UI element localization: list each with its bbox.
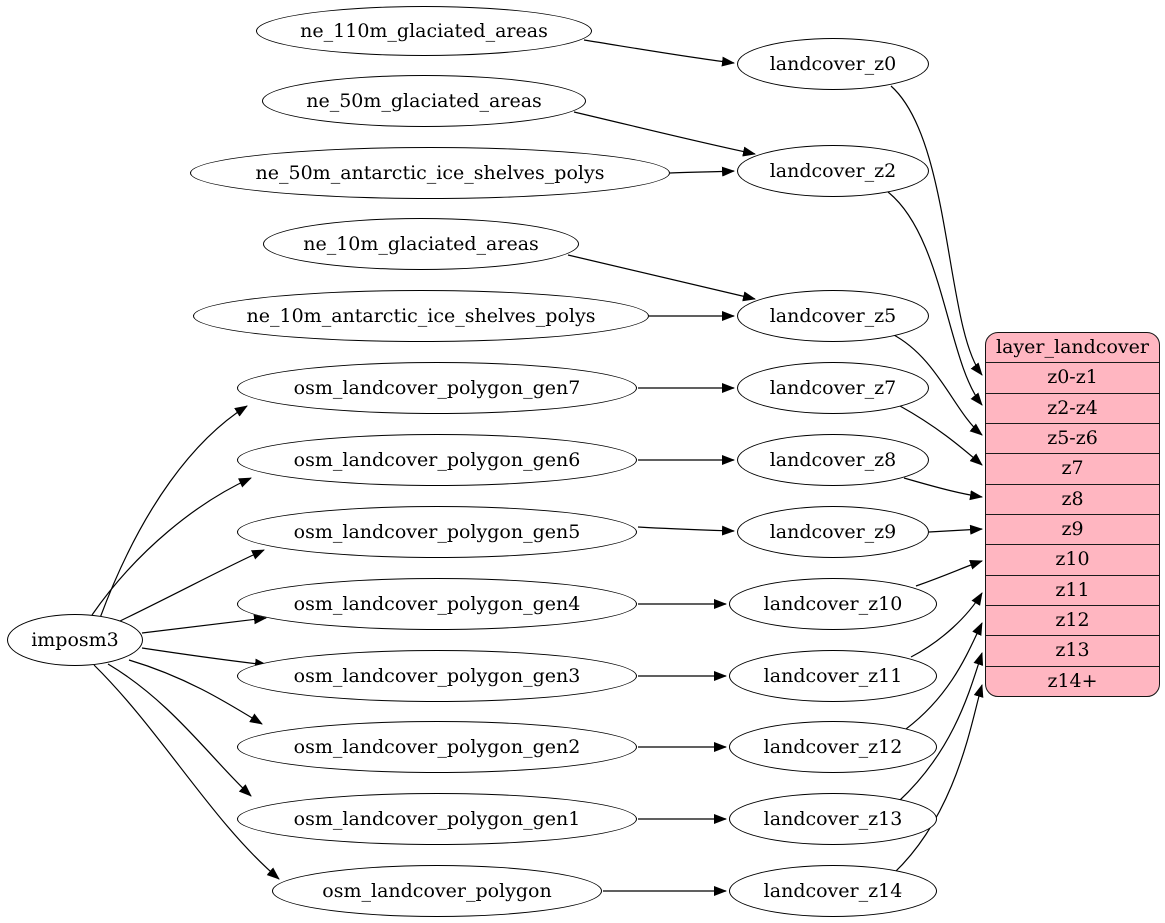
- node-landcover_z0: landcover_z0: [737, 38, 929, 90]
- node-osm_landcover_polygon_gen5: osm_landcover_polygon_gen5: [237, 506, 637, 558]
- edge-landcover_z14-to-layer_landcover-z14plus: [893, 684, 984, 874]
- table-row-z14plus: z14+: [986, 665, 1159, 696]
- edge-imposm3-to-osm_landcover_polygon_gen5: [117, 549, 265, 623]
- node-label: ne_110m_glaciated_areas: [300, 19, 548, 42]
- edge-landcover_z2-to-layer_landcover-z2-z4: [887, 191, 983, 406]
- node-landcover_z12: landcover_z12: [729, 721, 937, 773]
- node-label: landcover_z13: [763, 807, 903, 830]
- layer-landcover-table: layer_landcover z0-z1 z2-z4 z5-z6 z7 z8 …: [985, 332, 1160, 697]
- node-label: landcover_z0: [769, 52, 897, 75]
- table-header: layer_landcover: [996, 336, 1149, 359]
- edge-ne_10m_glaciated_areas-to-landcover_z5: [567, 254, 756, 302]
- edge-landcover_z13-to-layer_landcover-z13: [898, 652, 984, 802]
- edge-landcover_z9-to-layer_landcover-z9: [928, 524, 983, 535]
- table-row-z13: z13: [986, 635, 1159, 665]
- node-label: landcover_z10: [763, 592, 903, 615]
- node-ne_10m_glaciated_areas: ne_10m_glaciated_areas: [263, 218, 579, 270]
- edge-imposm3-to-osm_landcover_polygon_gen2: [128, 659, 263, 725]
- table-row-z5-z6: z5-z6: [986, 422, 1159, 453]
- table-row-z0-z1: z0-z1: [986, 362, 1159, 392]
- table-row-z9: z9: [986, 513, 1159, 544]
- edge-imposm3-to-osm_landcover_polygon_gen3: [141, 647, 268, 669]
- edge-osm_landcover_polygon_gen5-to-landcover_z9: [637, 525, 735, 536]
- node-osm_landcover_polygon_gen3: osm_landcover_polygon_gen3: [237, 650, 637, 702]
- node-label: osm_landcover_polygon_gen1: [293, 807, 581, 830]
- node-ne_10m_antarctic_ice_shelves_polys: ne_10m_antarctic_ice_shelves_polys: [193, 290, 649, 342]
- edge-imposm3-to-osm_landcover_polygon_gen4: [141, 614, 267, 634]
- node-osm_landcover_polygon_gen1: osm_landcover_polygon_gen1: [237, 793, 637, 845]
- edge-landcover_z5-to-layer_landcover-z5-z6: [891, 333, 983, 436]
- node-ne_50m_glaciated_areas: ne_50m_glaciated_areas: [262, 75, 586, 127]
- edge-imposm3-to-osm_landcover_polygon_gen7: [99, 405, 248, 619]
- edge-landcover_z10-to-layer_landcover-z10: [915, 560, 983, 587]
- edge-imposm3-to-osm_landcover_polygon_gen6: [91, 477, 252, 616]
- node-landcover_z8: landcover_z8: [737, 434, 929, 486]
- node-osm_landcover_polygon_gen6: osm_landcover_polygon_gen6: [237, 434, 637, 486]
- edge-landcover_z7-to-layer_landcover-z7: [899, 405, 983, 466]
- table-row-z10: z10: [986, 544, 1159, 574]
- node-label: landcover_z8: [769, 448, 897, 471]
- node-landcover_z14: landcover_z14: [729, 865, 937, 917]
- node-landcover_z11: landcover_z11: [729, 650, 937, 702]
- node-ne_110m_glaciated_areas: ne_110m_glaciated_areas: [256, 6, 592, 56]
- node-osm_landcover_polygon_gen7: osm_landcover_polygon_gen7: [237, 362, 637, 414]
- edge-imposm3-to-osm_landcover_polygon_gen1: [107, 663, 252, 797]
- node-label: osm_landcover_polygon_gen7: [293, 376, 581, 399]
- node-label: landcover_z7: [769, 376, 897, 399]
- node-landcover_z5: landcover_z5: [737, 290, 929, 342]
- node-label: osm_landcover_polygon_gen3: [293, 664, 581, 687]
- node-label: landcover_z12: [763, 735, 903, 758]
- node-label: ne_50m_antarctic_ice_shelves_polys: [255, 161, 605, 184]
- node-label: osm_landcover_polygon_gen2: [293, 735, 581, 758]
- node-label: ne_10m_glaciated_areas: [303, 232, 539, 255]
- table-row-z11: z11: [986, 574, 1159, 605]
- node-landcover_z13: landcover_z13: [729, 793, 937, 845]
- edge-landcover_z12-to-layer_landcover-z12: [905, 622, 983, 730]
- node-osm_landcover_polygon: osm_landcover_polygon: [272, 865, 602, 917]
- node-label: ne_10m_antarctic_ice_shelves_polys: [246, 304, 596, 327]
- node-landcover_z2: landcover_z2: [737, 145, 929, 197]
- node-osm_landcover_polygon_gen4: osm_landcover_polygon_gen4: [237, 578, 637, 630]
- node-label: osm_landcover_polygon_gen6: [293, 448, 581, 471]
- edge-landcover_z0-to-layer_landcover-z0-z1: [890, 85, 983, 376]
- node-osm_landcover_polygon_gen2: osm_landcover_polygon_gen2: [237, 721, 637, 773]
- node-label: landcover_z11: [763, 664, 903, 687]
- node-label: landcover_z2: [769, 159, 897, 182]
- node-label: osm_landcover_polygon_gen5: [293, 520, 581, 543]
- edge-ne_110m_glaciated_areas-to-landcover_z0: [583, 39, 735, 67]
- table-row-z12: z12: [986, 604, 1159, 635]
- node-label: osm_landcover_polygon: [322, 879, 552, 902]
- table-row-z2-z4: z2-z4: [986, 392, 1159, 423]
- node-label: osm_landcover_polygon_gen4: [293, 592, 581, 615]
- node-imposm3: imposm3: [7, 614, 143, 666]
- node-landcover_z7: landcover_z7: [737, 362, 929, 414]
- edge-ne_50m_antarctic_ice_shelves_polys-to-landcover_z2: [669, 166, 735, 177]
- edge-ne_50m_glaciated_areas-to-landcover_z2: [573, 111, 756, 157]
- node-landcover_z9: landcover_z9: [737, 506, 929, 558]
- node-landcover_z10: landcover_z10: [729, 578, 937, 630]
- edge-landcover_z11-to-layer_landcover-z11: [910, 592, 983, 658]
- table-row-z8: z8: [986, 483, 1159, 514]
- edge-landcover_z8-to-layer_landcover-z8: [903, 477, 983, 501]
- node-label: imposm3: [31, 628, 119, 651]
- node-label: ne_50m_glaciated_areas: [306, 89, 542, 112]
- node-ne_50m_antarctic_ice_shelves_polys: ne_50m_antarctic_ice_shelves_polys: [190, 147, 670, 199]
- edge-imposm3-to-osm_landcover_polygon: [93, 664, 280, 880]
- node-label: landcover_z14: [763, 879, 903, 902]
- node-label: landcover_z9: [769, 520, 897, 543]
- node-label: landcover_z5: [769, 304, 897, 327]
- table-row-z7: z7: [986, 453, 1159, 483]
